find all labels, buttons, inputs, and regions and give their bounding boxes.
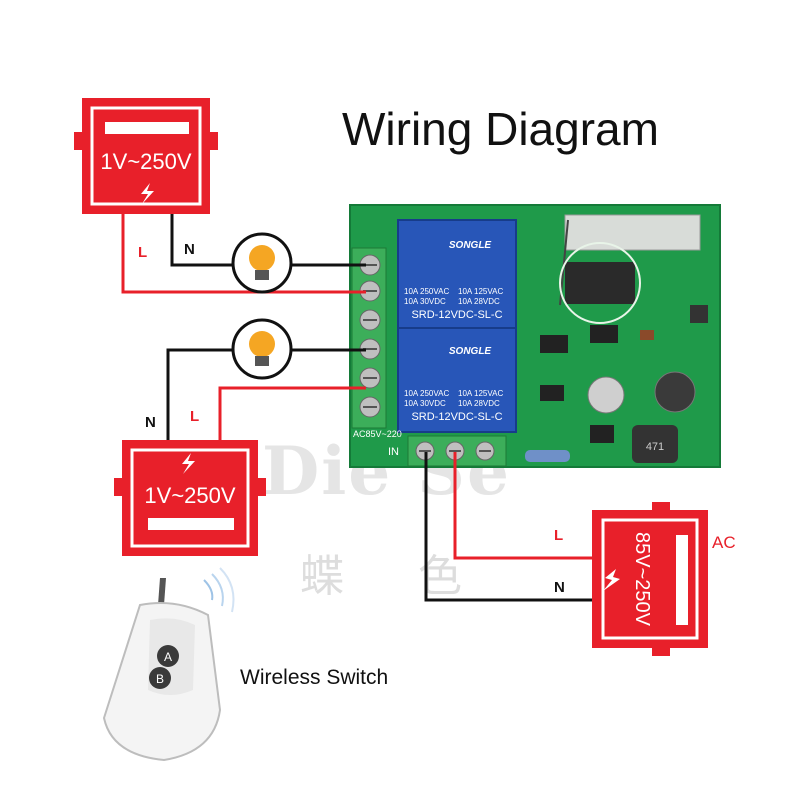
relay-rating: 10A 125VAC (458, 287, 503, 296)
input-terminal-block (407, 435, 507, 467)
voltage-label: 1V~250V (144, 483, 235, 508)
relay-rating: 10A 28VDC (458, 297, 500, 306)
watermark-chinese: 蝶 色 (300, 551, 492, 602)
remote-antenna (158, 578, 166, 605)
wire-label-l: L (190, 408, 199, 425)
remote-control: A B (102, 567, 235, 762)
power-source-top: 1V~250V (74, 98, 218, 214)
relay-1: SONGLE 10A 250VAC 10A 125VAC 10A 30VDC 1… (397, 219, 517, 329)
capacitor (654, 371, 696, 413)
inductor-label: 471 (646, 441, 664, 453)
remote-caption: Wireless Switch (240, 666, 389, 689)
output-terminal-block (351, 247, 387, 429)
relay-model: SRD-12VDC-SL-C (411, 309, 502, 321)
relay-rating: 10A 250VAC (404, 287, 449, 296)
relay-rating: 10A 125VAC (458, 389, 503, 398)
relay-model: SRD-12VDC-SL-C (411, 411, 502, 423)
bulb-icon (249, 331, 275, 357)
relay-rating: 10A 30VDC (404, 399, 446, 408)
wire-l-ac (453, 452, 595, 560)
wire-label-n: N (145, 414, 156, 431)
wire-n-ac (424, 452, 595, 602)
voltage-label: 85V~250V (631, 532, 653, 627)
wire-n-top (170, 210, 233, 267)
wire-label-n: N (554, 579, 565, 596)
svg-text:A: A (164, 650, 172, 664)
lamp-top (231, 232, 293, 294)
wire-label-l: L (554, 527, 563, 544)
lamp-mid (231, 318, 293, 380)
remote-button-b (149, 667, 171, 689)
inductor (632, 425, 678, 463)
lightning-icon (603, 569, 620, 591)
remote-button-a (157, 645, 179, 667)
wire-label-n: N (184, 241, 195, 258)
wire-label-l: L (138, 244, 147, 261)
capacitor (587, 376, 625, 414)
diagram-title: Wiring Diagram (342, 103, 659, 155)
svg-text:B: B (156, 672, 164, 686)
relay-brand: SONGLE (449, 240, 492, 251)
coil-antenna (565, 262, 635, 304)
relay-rating: 10A 250VAC (404, 389, 449, 398)
bulb-icon (249, 245, 275, 271)
power-source-ac: 85V~250V (592, 502, 708, 656)
relay-rating: 10A 28VDC (458, 399, 500, 408)
ac-tag: AC (712, 533, 736, 552)
voltage-label: 1V~250V (100, 149, 191, 174)
relay-2: SONGLE 10A 250VAC 10A 125VAC 10A 30VDC 1… (397, 327, 517, 433)
wire-n-mid (166, 348, 233, 440)
supply-label: AC85V~220 (353, 429, 402, 439)
wire-l-mid (218, 386, 366, 440)
power-source-mid: 1V~250V (114, 440, 266, 556)
relay-board: 471 SONGLE 10A 250VAC 10A 125VAC 10A 30V… (349, 204, 721, 468)
lightning-icon (182, 453, 195, 474)
wire-l-top (121, 210, 366, 294)
lightning-icon (141, 183, 154, 204)
signal-waves-icon (203, 579, 214, 601)
wires (121, 210, 595, 602)
relay-brand: SONGLE (449, 346, 492, 357)
resistor (525, 450, 570, 462)
relay-rating: 10A 30VDC (404, 297, 446, 306)
input-label: IN (388, 446, 399, 458)
